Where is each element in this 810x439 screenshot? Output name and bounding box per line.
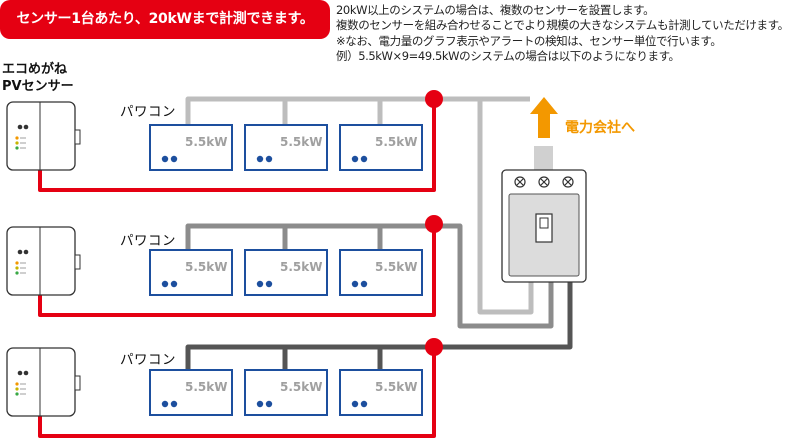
- wire-row-1: [185, 96, 534, 315]
- inverter: 5.5kW: [244, 369, 328, 416]
- inverter-rating: 5.5kW: [280, 380, 322, 394]
- inverter: 5.5kW: [339, 249, 423, 296]
- inverter-group-label-3: パワコン: [120, 352, 176, 368]
- headline-banner: センサー1台あたり、20kWまで計測できます。: [0, 0, 330, 39]
- note-line: 20kW以上のシステムの場合は、複数のセンサーを設置します。: [336, 3, 655, 17]
- inverter: 5.5kW: [149, 369, 233, 416]
- inverter-rating: 5.5kW: [375, 380, 417, 394]
- wire-row-3: [185, 282, 573, 370]
- terminal-screw-icon: [538, 176, 550, 188]
- inverter: 5.5kW: [244, 249, 328, 296]
- inverter-group-label-1: パワコン: [120, 104, 176, 120]
- terminal-screw-icon: [514, 176, 526, 188]
- ct-clamp-1: [425, 90, 443, 108]
- inverter-rating: 5.5kW: [185, 260, 227, 274]
- breaker-switch-icon: [535, 213, 553, 243]
- ct-clamp-3: [425, 338, 443, 356]
- pv-sensor-2: [6, 226, 81, 296]
- sensor-title-line2: PVセンサー: [2, 79, 74, 94]
- distribution-panel: [501, 169, 587, 283]
- panel-connector: [534, 146, 553, 170]
- inverter-rating: 5.5kW: [375, 260, 417, 274]
- note-line: ※なお、電力量のグラフ表示やアラートの検知は、センサー単位で行います。: [336, 33, 722, 48]
- wire-row-2: [185, 223, 554, 329]
- terminal-screw-icon: [562, 176, 574, 188]
- inverter-rating: 5.5kW: [375, 135, 417, 149]
- ct-clamp-2: [425, 215, 443, 233]
- utility-label: 電力会社へ: [565, 120, 635, 136]
- inverter: 5.5kW: [149, 124, 233, 171]
- pv-sensor-1: [6, 101, 81, 171]
- note-line: 例）5.5kW×9=49.5kWのシステムの場合は以下のようになります。: [336, 48, 680, 63]
- note-line: 複数のセンサーを組み合わせることでより規模の大きなシステムも計測していただけます…: [336, 18, 789, 33]
- inverter: 5.5kW: [149, 249, 233, 296]
- inverter: 5.5kW: [244, 124, 328, 171]
- explanation-notes: 20kW以上のシステムの場合は、複数のセンサーを設置します。 複数のセンサーを組…: [336, 3, 789, 64]
- sensor-title: エコめがね PVセンサー: [2, 61, 74, 95]
- pv-sensor-3: [6, 347, 81, 417]
- inverter-rating: 5.5kW: [280, 135, 322, 149]
- inverter-group-label-2: パワコン: [120, 233, 176, 249]
- sensor-title-line1: エコめがね: [2, 62, 68, 77]
- inverter: 5.5kW: [339, 124, 423, 171]
- inverter-rating: 5.5kW: [185, 380, 227, 394]
- inverter-rating: 5.5kW: [185, 135, 227, 149]
- up-arrow-icon: [530, 97, 558, 138]
- sensor-wires: [38, 99, 436, 438]
- inverter-rating: 5.5kW: [280, 260, 322, 274]
- inverter: 5.5kW: [339, 369, 423, 416]
